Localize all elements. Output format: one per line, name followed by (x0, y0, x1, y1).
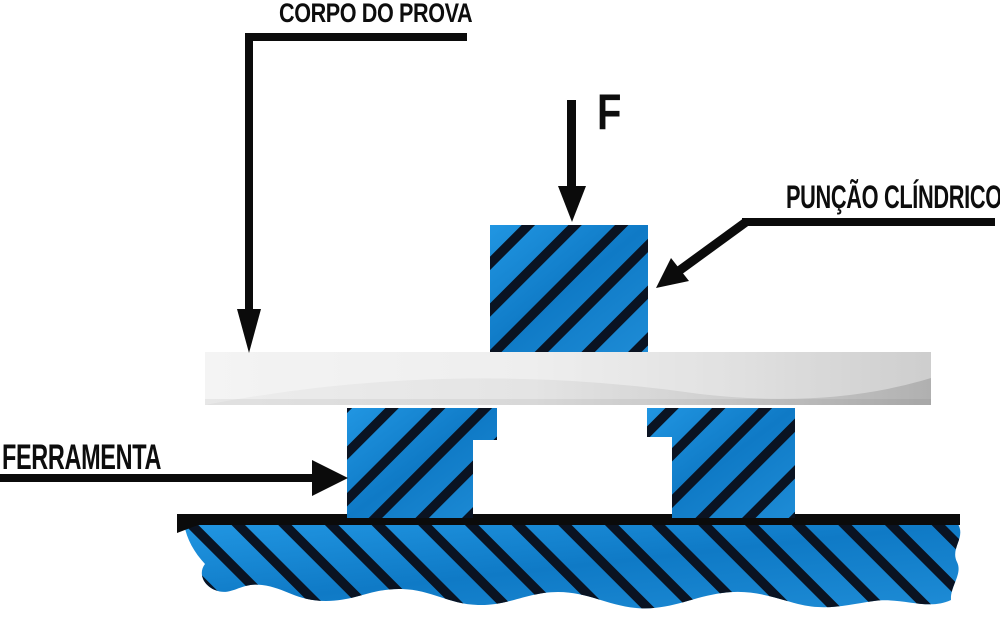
die-support-left (347, 408, 497, 518)
specimen-label: CORPO DO PROVA (279, 0, 473, 28)
force-label: F (597, 84, 622, 140)
specimen-arrow-icon (237, 309, 261, 353)
punch-label: PUNÇÃO CLÍNDRICO (786, 179, 1000, 215)
punch-arrow-icon (656, 258, 689, 288)
plate-highlight (205, 352, 931, 405)
tool-leader-line (0, 474, 318, 482)
punch-leader (656, 218, 995, 288)
specimen-plate (205, 352, 931, 405)
base-top-edge (177, 514, 960, 533)
base-block (177, 514, 961, 609)
punch-block (490, 225, 648, 352)
specimen-label-underline (245, 33, 467, 41)
punch-label-underline (742, 218, 995, 226)
tool-label: FERRAMENTA (2, 438, 162, 477)
tool-arrow-icon (312, 460, 348, 496)
specimen-leader (237, 33, 467, 353)
tool-leader (0, 460, 348, 496)
base-hatch (184, 524, 961, 609)
die-support-right (647, 408, 795, 518)
punch-leader-line (673, 218, 749, 277)
specimen-leader-line (245, 33, 253, 313)
force-arrow-icon (558, 100, 586, 222)
